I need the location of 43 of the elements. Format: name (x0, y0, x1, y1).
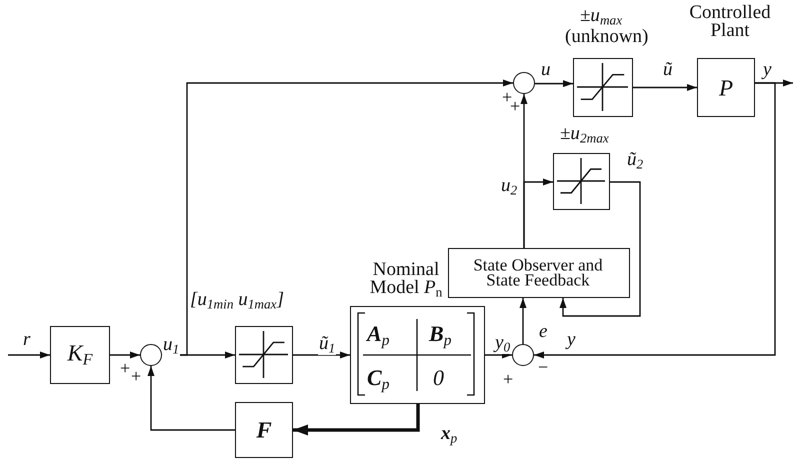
block-label: F (255, 418, 273, 442)
signal-arrow (560, 181, 641, 317)
signal-arrow (523, 178, 553, 248)
block-caption: Controlled Plant (688, 4, 772, 40)
block-label: State Observer and State Feedback (473, 258, 603, 288)
signal-arrow (520, 298, 526, 344)
summing-junction (513, 72, 535, 94)
signal-arrow (633, 84, 697, 91)
feedback-gain-block (235, 402, 293, 458)
sign-label: + (503, 370, 514, 388)
matrix-entry: 0 (433, 367, 444, 389)
sign-label: + (120, 359, 130, 377)
signal-arrow (293, 352, 350, 358)
signal-arrow (293, 404, 420, 436)
sign-label: + (502, 88, 512, 106)
block-label: P (718, 76, 734, 99)
matrix-entry: B$_{p}$ (429, 323, 452, 348)
saturation-block (573, 58, 633, 117)
matrix-entry: C$_{p}$ (367, 367, 390, 392)
signal-label: ũ$_{1}$ (318, 334, 336, 355)
summing-junction (512, 344, 534, 366)
block-caption: (unknown) (565, 27, 648, 46)
sign-label: + (510, 97, 520, 115)
signal-label: ũ$_{2}$ (626, 150, 644, 171)
signal-arrow (534, 82, 776, 358)
sign-label: + (131, 367, 142, 385)
matrix-entry: A$_{p}$ (367, 323, 390, 348)
saturation-block (553, 153, 610, 210)
signal-arrow (534, 80, 573, 88)
block-label: K$_{F}$ (66, 341, 94, 369)
plant-block (697, 58, 755, 117)
signal-arrow (148, 366, 235, 431)
block-title: Nominal Model P$_{n}$ (368, 261, 444, 299)
saturation-block (235, 326, 293, 384)
block-caption: ±u$_{max}$ (580, 6, 622, 27)
sign-label: − (538, 358, 548, 376)
observer-block (448, 248, 630, 298)
signal-arrow (485, 352, 512, 358)
block-caption: [u$_{1min}$ u$_{1max}$] (190, 290, 284, 311)
gain-block (50, 326, 110, 384)
block-caption: ±u$_{2max}$ (560, 124, 609, 145)
signal-arrow (110, 352, 140, 358)
signal-arrow (8, 352, 50, 358)
